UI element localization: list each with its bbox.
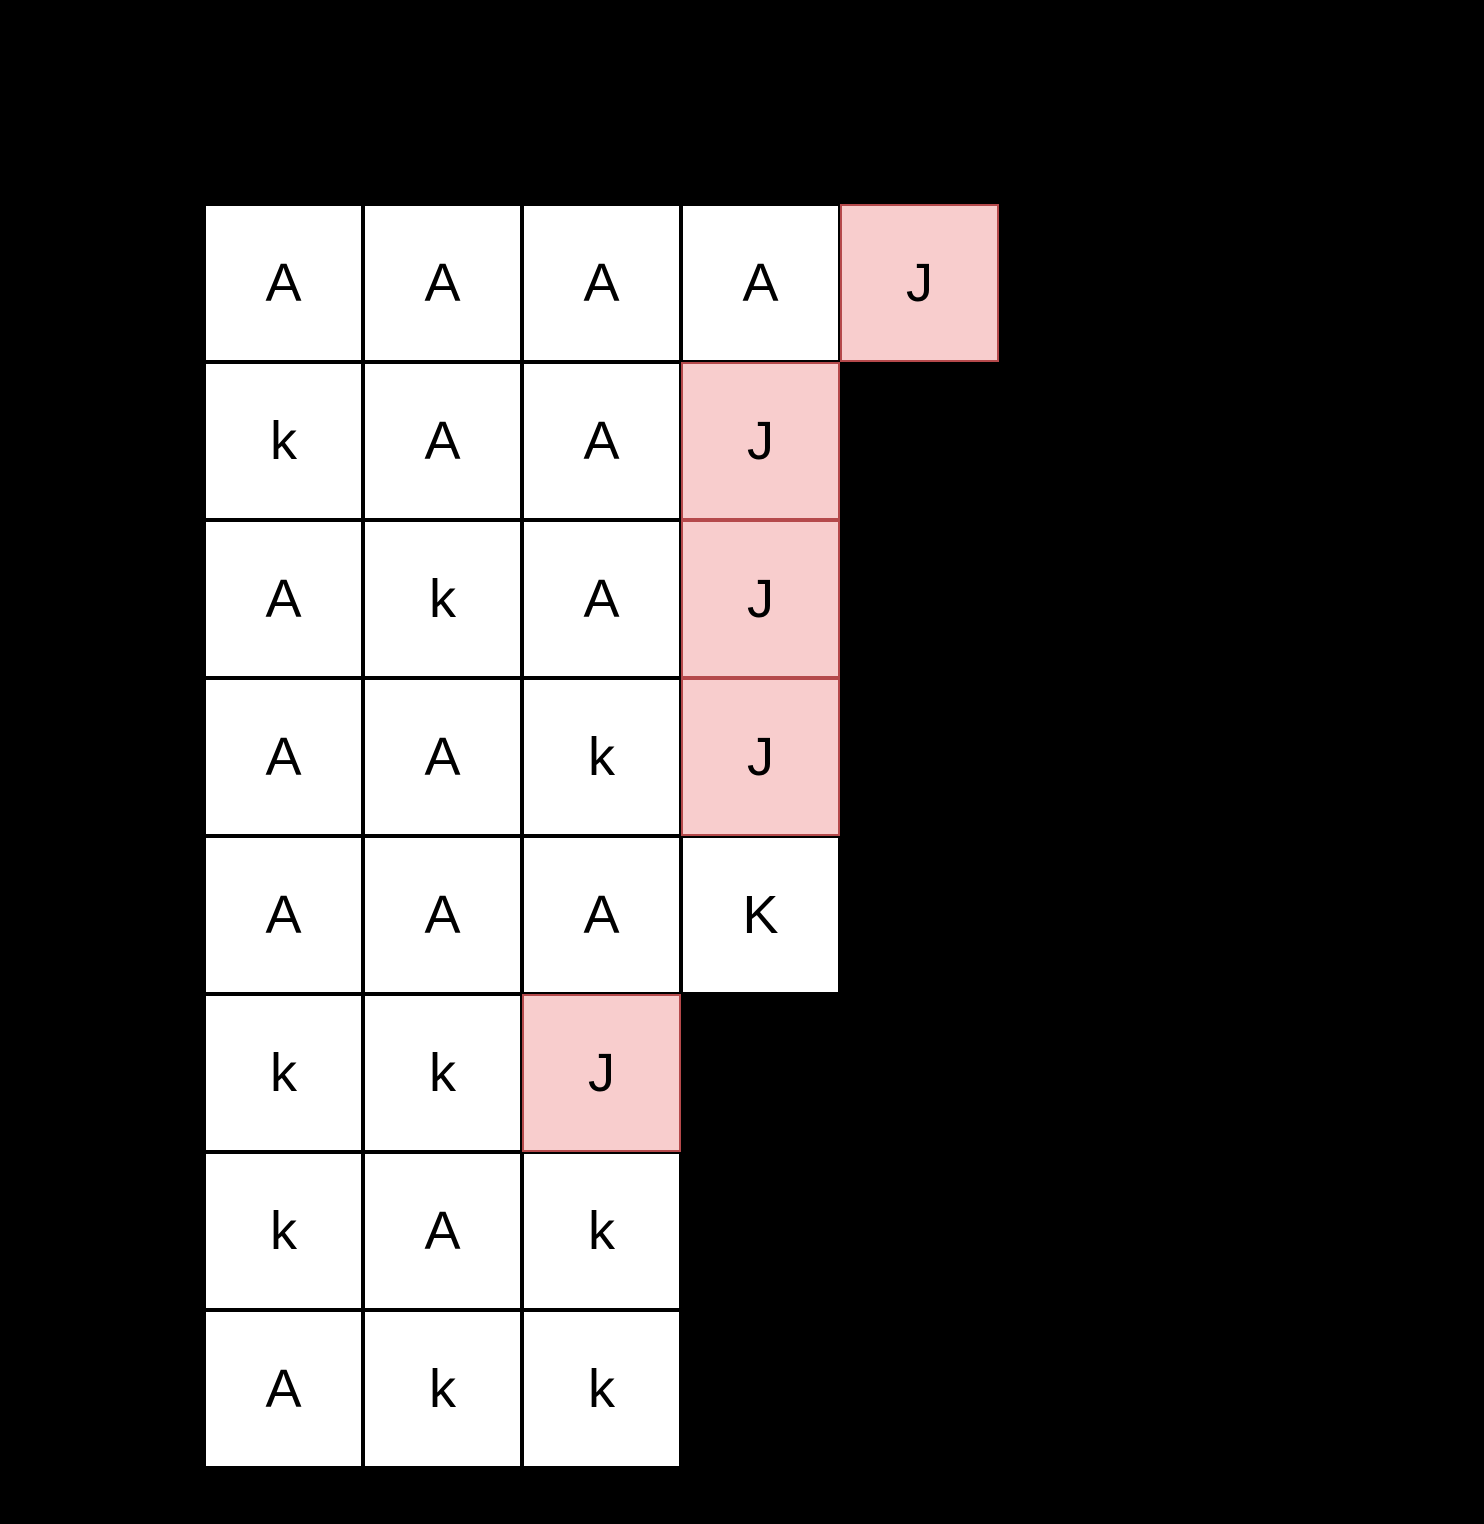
grid-cell-label: k [588,1359,615,1419]
grid-cell-label: k [588,1201,615,1261]
grid-cell-label: k [429,1359,456,1419]
grid-cell-label: A [265,727,302,787]
grid-cell[interactable]: k [363,520,522,678]
grid-cell[interactable]: k [522,678,681,836]
grid-cell[interactable]: A [522,836,681,994]
grid-cell-label: J [747,411,774,471]
grid-cell-label: k [270,411,297,471]
grid-cell[interactable]: A [204,204,363,362]
grid-cell-label: A [265,253,302,313]
grid-cell-label: k [270,1201,297,1261]
grid-cell-label: A [583,885,620,945]
grid-cell-highlighted[interactable]: J [522,994,681,1152]
grid-cell-label: K [742,885,779,945]
grid-cell-label: k [270,1043,297,1103]
grid-cell-label: J [747,727,774,787]
grid-cell-label: A [424,1201,461,1261]
grid-cell[interactable]: k [204,362,363,520]
grid-cell[interactable]: A [204,836,363,994]
grid-cell-highlighted[interactable]: J [681,520,840,678]
grid-cell[interactable]: k [522,1152,681,1310]
grid-cell-label: J [588,1043,615,1103]
grid-cell-label: J [747,569,774,629]
grid-cell[interactable]: A [681,204,840,362]
grid-cell-label: A [424,253,461,313]
grid-cell-label: A [583,253,620,313]
grid-cell[interactable]: A [363,678,522,836]
grid-cell-label: A [424,727,461,787]
grid-cell[interactable]: k [363,1310,522,1468]
grid-cell[interactable]: K [681,836,840,994]
grid-cell-highlighted[interactable]: J [681,362,840,520]
grid-cell-label: A [742,253,779,313]
grid-cell-label: A [265,569,302,629]
grid-cell-label: A [265,885,302,945]
grid-cell[interactable]: A [204,678,363,836]
grid-cell-label: A [424,411,461,471]
grid-cell-label: k [429,1043,456,1103]
grid-cell[interactable]: A [363,204,522,362]
grid-cell-label: A [583,411,620,471]
grid-cell-label: A [424,885,461,945]
grid-cell[interactable]: A [204,520,363,678]
grid-cell-label: k [588,727,615,787]
grid-cell-label: A [265,1359,302,1419]
grid-cell[interactable]: k [363,994,522,1152]
grid-cell[interactable]: A [522,204,681,362]
grid-cell[interactable]: k [204,994,363,1152]
grid-cell-label: k [429,569,456,629]
grid-cell[interactable]: A [204,1310,363,1468]
grid-cell-label: J [906,253,933,313]
grid-cell[interactable]: k [522,1310,681,1468]
grid-cell[interactable]: A [363,836,522,994]
grid-cell[interactable]: A [363,362,522,520]
grid-cell-highlighted[interactable]: J [840,204,999,362]
grid-cell[interactable]: A [522,362,681,520]
grid-cell[interactable]: A [522,520,681,678]
grid-cell[interactable]: A [363,1152,522,1310]
grid-cell-highlighted[interactable]: J [681,678,840,836]
grid-cell-label: A [583,569,620,629]
grid-cell[interactable]: k [204,1152,363,1310]
